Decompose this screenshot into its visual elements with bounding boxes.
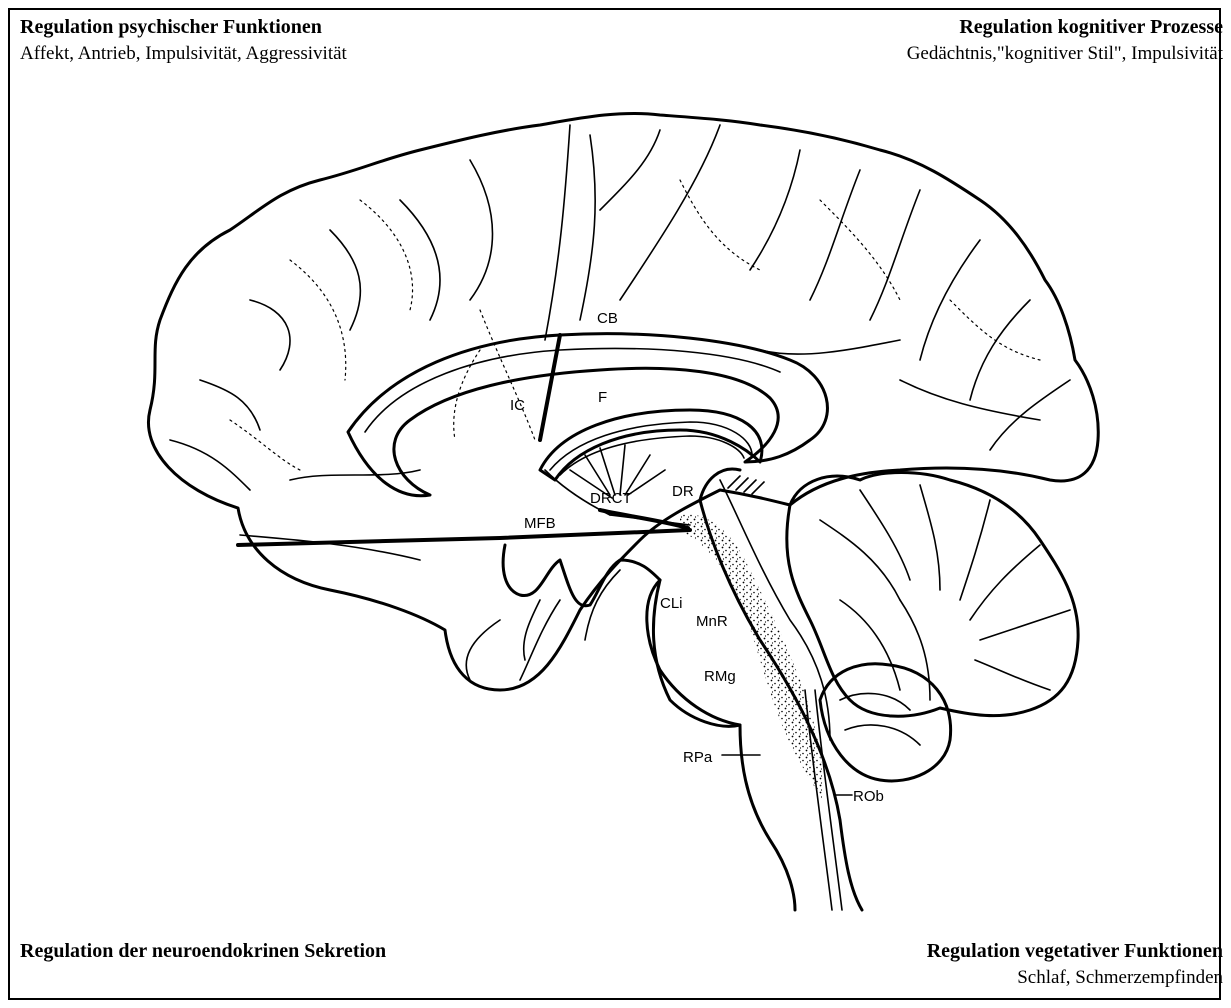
label-ic: IC [510, 397, 525, 414]
label-dr: DR [672, 483, 694, 500]
label-mnr: MnR [696, 613, 728, 630]
label-rmg: RMg [704, 668, 736, 685]
callosum-inner-line [365, 348, 780, 432]
label-cli: CLi [660, 595, 683, 612]
cortical-sulci [170, 125, 1070, 680]
corpus-callosum [348, 334, 827, 496]
medial-forebrain-bundle [238, 530, 690, 545]
label-rob: ROb [853, 788, 884, 805]
hypothalamus-pituitary [503, 545, 660, 606]
label-rpa: RPa [683, 749, 713, 766]
cerebellar-folia [820, 485, 1070, 700]
cerebellar-tonsil [820, 664, 951, 781]
label-cb: CB [597, 310, 618, 327]
label-mfb: MFB [524, 515, 556, 532]
label-f: F [598, 389, 607, 406]
label-drct: DRCT [590, 490, 632, 507]
